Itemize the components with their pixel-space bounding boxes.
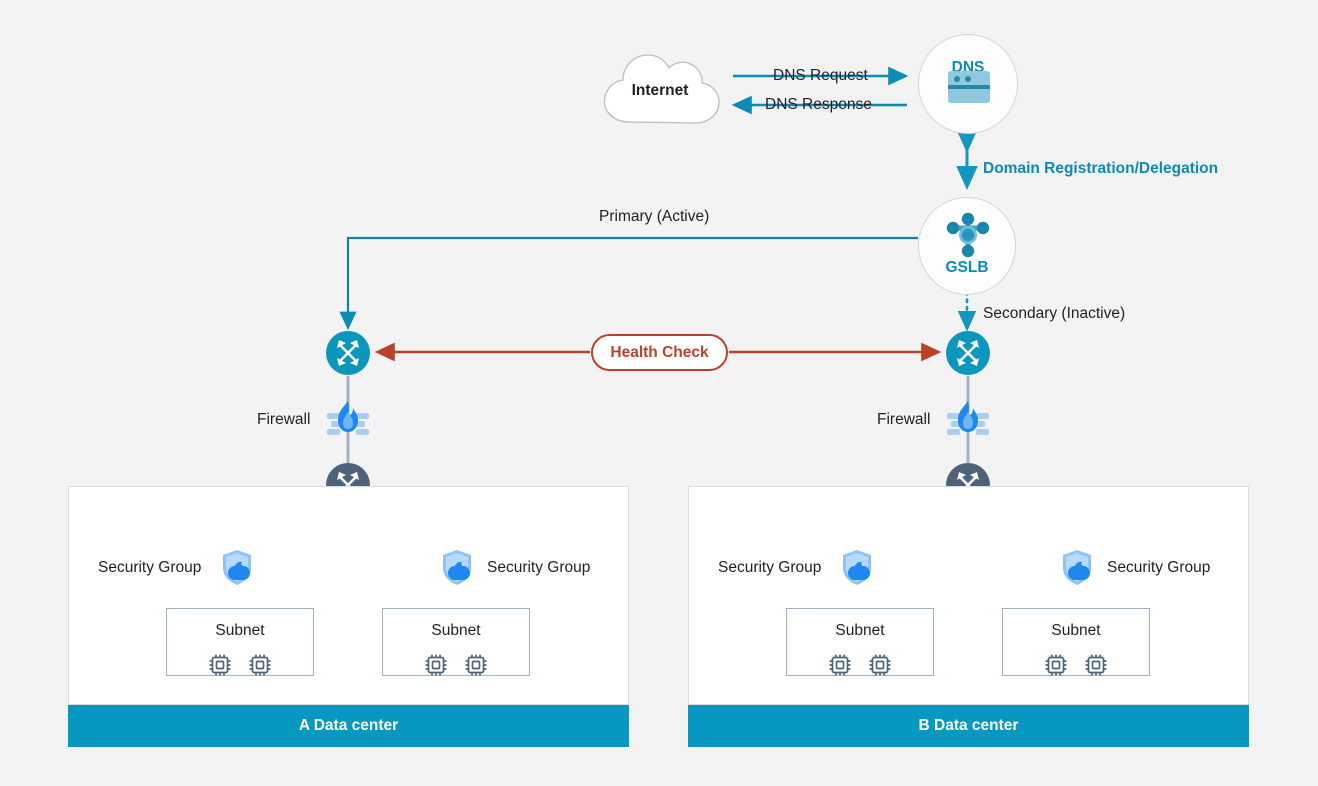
dns-card-icon bbox=[948, 71, 990, 103]
dns-dot bbox=[965, 76, 971, 82]
subnet-a1-instances bbox=[167, 653, 313, 677]
datacenter-a-banner: A Data center bbox=[68, 705, 629, 747]
domain-registration-label: Domain Registration/Delegation bbox=[983, 160, 1219, 177]
shield-cloud-icon bbox=[1063, 550, 1091, 585]
secondary-inactive-label: Secondary (Inactive) bbox=[983, 305, 1126, 322]
chip-icon bbox=[249, 654, 271, 676]
edge-router-a[interactable] bbox=[326, 331, 370, 375]
chip-icon bbox=[829, 654, 851, 676]
subnet-b1-title: Subnet bbox=[835, 622, 885, 639]
security-group-a1-icon bbox=[221, 548, 259, 588]
firewall-a-label: Firewall bbox=[257, 411, 311, 428]
primary-active-label: Primary (Active) bbox=[599, 208, 710, 225]
firewall-icon bbox=[327, 401, 369, 435]
gslb-node[interactable]: GSLB bbox=[918, 197, 1016, 295]
datacenter-b-panel bbox=[688, 486, 1249, 705]
security-group-a2-icon bbox=[441, 548, 479, 588]
datacenter-b-banner: B Data center bbox=[688, 705, 1249, 747]
internet-cloud: Internet bbox=[596, 42, 724, 138]
subnet-b1-instances bbox=[787, 653, 933, 677]
chip-icon bbox=[1045, 654, 1067, 676]
shield-cloud-icon bbox=[443, 550, 471, 585]
router-icon bbox=[957, 340, 979, 366]
subnet-b2-title: Subnet bbox=[1051, 622, 1101, 639]
chip-icon bbox=[209, 654, 231, 676]
gslb-label: GSLB bbox=[945, 259, 989, 276]
security-group-a1-label: Security Group bbox=[98, 559, 202, 576]
security-group-b2-icon bbox=[1061, 548, 1099, 588]
chip-icon bbox=[425, 654, 447, 676]
firewall-icon bbox=[947, 401, 989, 435]
security-group-b1-icon bbox=[841, 548, 879, 588]
security-group-b1-label: Security Group bbox=[718, 559, 822, 576]
chip-icon bbox=[465, 654, 487, 676]
subnet-b1[interactable]: Subnet bbox=[786, 608, 934, 676]
dns-request-label: DNS Request bbox=[773, 67, 868, 84]
security-group-b2-label: Security Group bbox=[1107, 559, 1211, 576]
dns-bar bbox=[948, 85, 990, 89]
subnet-a2-instances bbox=[383, 653, 529, 677]
firewall-b-label: Firewall bbox=[877, 411, 931, 428]
internet-label: Internet bbox=[631, 82, 689, 99]
security-group-a2-label: Security Group bbox=[487, 559, 591, 576]
subnet-a2[interactable]: Subnet bbox=[382, 608, 530, 676]
router-icon bbox=[337, 340, 359, 366]
cloud-icon bbox=[603, 54, 720, 124]
wire-primary-active bbox=[339, 236, 918, 331]
firewall-b-icon bbox=[945, 398, 991, 442]
dns-dot bbox=[954, 76, 960, 82]
chip-icon bbox=[1085, 654, 1107, 676]
subnet-a1-title: Subnet bbox=[215, 622, 265, 639]
gslb-node-icon bbox=[946, 212, 990, 258]
dns-node[interactable]: DNS bbox=[918, 34, 1018, 134]
subnet-a2-title: Subnet bbox=[431, 622, 481, 639]
firewall-a-icon bbox=[325, 398, 371, 442]
shield-cloud-icon bbox=[843, 550, 871, 585]
datacenter-a-panel bbox=[68, 486, 629, 705]
health-check-badge[interactable]: Health Check bbox=[591, 334, 728, 371]
chip-icon bbox=[869, 654, 891, 676]
edge-router-b[interactable] bbox=[946, 331, 990, 375]
subnet-b2-instances bbox=[1003, 653, 1149, 677]
subnet-b2[interactable]: Subnet bbox=[1002, 608, 1150, 676]
shield-cloud-icon bbox=[223, 550, 251, 585]
subnet-a1[interactable]: Subnet bbox=[166, 608, 314, 676]
dns-response-label: DNS Response bbox=[765, 96, 872, 113]
